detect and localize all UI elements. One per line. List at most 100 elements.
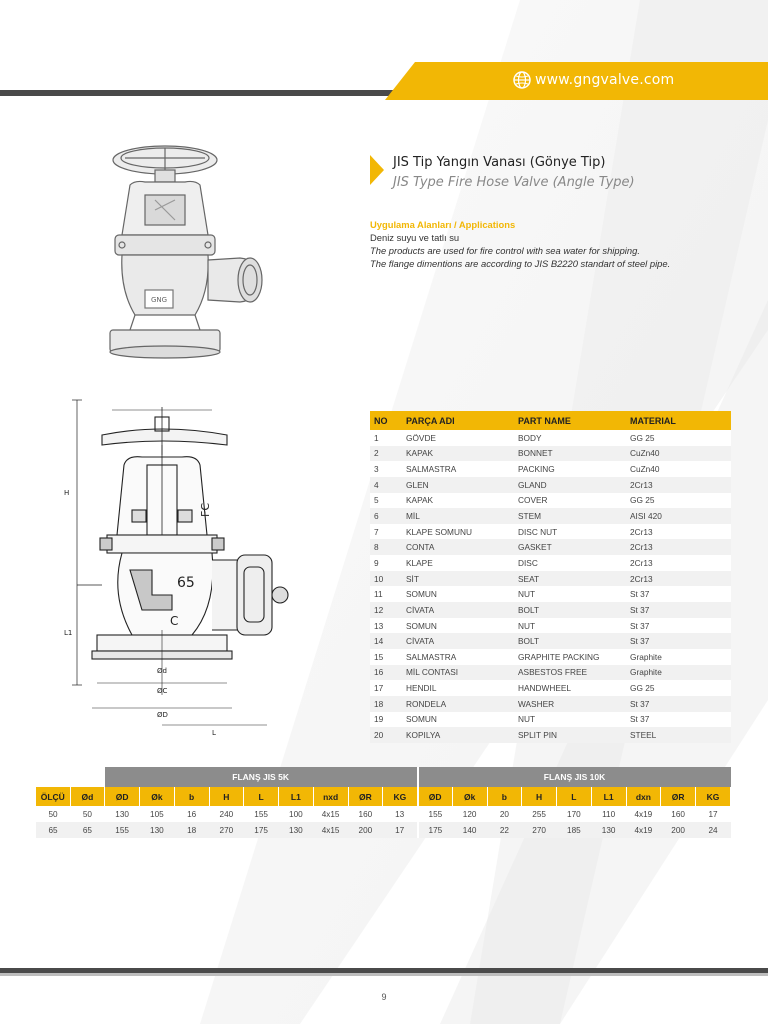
- parts-cell: 9: [370, 555, 402, 571]
- website-url[interactable]: www.gngvalve.com: [535, 72, 675, 88]
- svg-text:Ød: Ød: [157, 667, 167, 675]
- dimension-header-cell: Ød: [70, 787, 106, 806]
- dimension-cell: 140: [452, 822, 487, 838]
- dimension-cell: 160: [348, 806, 383, 822]
- parts-cell: CİVATA: [402, 602, 514, 618]
- parts-cell: NUT: [514, 711, 626, 728]
- parts-cell: 15: [370, 648, 402, 665]
- svg-text:ØC: ØC: [157, 687, 168, 695]
- parts-cell: MİL CONTASI: [402, 664, 514, 681]
- parts-cell: KAPAK: [402, 492, 514, 509]
- parts-cell: MİL: [402, 508, 514, 524]
- dimension-header-cell: H: [209, 787, 245, 806]
- dimension-cell: 65: [36, 822, 70, 838]
- dimension-header-cell: ØD: [416, 787, 453, 806]
- dimension-cell: 175: [243, 822, 279, 838]
- parts-cell: COVER: [514, 492, 626, 509]
- parts-cell: GÖVDE: [402, 430, 514, 446]
- parts-cell: WASHER: [514, 695, 626, 712]
- dimension-header-cell: L: [556, 787, 592, 806]
- dimension-header-cell: Øk: [452, 787, 488, 806]
- parts-cell: 11: [370, 586, 402, 603]
- parts-cell: CİVATA: [402, 633, 514, 649]
- parts-cell: 17: [370, 680, 402, 696]
- dimension-header-cell: KG: [382, 787, 418, 806]
- parts-col-no: NO: [370, 411, 402, 430]
- parts-cell: BOLT: [514, 633, 626, 649]
- parts-col-material: MATERIAL: [626, 411, 731, 430]
- parts-cell: SALMASTRA: [402, 461, 514, 477]
- dimension-header-cell: ØD: [104, 787, 140, 806]
- dimension-header-cell: ØR: [348, 787, 384, 806]
- parts-cell: St 37: [626, 617, 731, 634]
- dimension-cell: 270: [209, 822, 244, 838]
- parts-cell: BONNET: [514, 445, 626, 462]
- parts-cell: KOPILYA: [402, 727, 514, 743]
- parts-cell: GLEN: [402, 476, 514, 493]
- parts-cell: STEM: [514, 508, 626, 524]
- technical-drawing: 65 C FC Ød ØC ØD L H L1: [64, 399, 289, 737]
- dimension-header-cell: nxd: [313, 787, 349, 806]
- parts-cell: 2Cr13: [626, 539, 731, 556]
- dimension-cell: 170: [556, 806, 592, 822]
- dimension-header-cell: L1: [591, 787, 627, 806]
- dimension-cell: 17: [695, 806, 731, 822]
- parts-cell: SALMASTRA: [402, 648, 514, 665]
- parts-cell: CONTA: [402, 539, 514, 556]
- parts-cell: 16: [370, 664, 402, 681]
- dimension-header-cell: ÖLÇÜ: [36, 787, 71, 806]
- parts-cell: Graphite: [626, 664, 731, 681]
- parts-cell: 14: [370, 633, 402, 649]
- website-banner[interactable]: www.gngvalve.com: [385, 62, 768, 100]
- parts-cell: GG 25: [626, 492, 731, 509]
- parts-cell: St 37: [626, 633, 731, 649]
- svg-text:GNG: GNG: [151, 296, 167, 304]
- dimension-group-5k: FLANŞ JIS 5K: [104, 767, 418, 787]
- parts-cell: St 37: [626, 711, 731, 728]
- parts-cell: 2: [370, 445, 402, 462]
- parts-cell: St 37: [626, 586, 731, 603]
- dimension-header-cell: L1: [278, 787, 314, 806]
- dimension-header-cell: ØR: [660, 787, 696, 806]
- title-turkish: JIS Tip Yangın Vanası (Gönye Tip): [393, 155, 606, 170]
- svg-text:H: H: [64, 489, 69, 497]
- dimension-header-cell: dxn: [626, 787, 662, 806]
- dimension-header-cell: b: [487, 787, 523, 806]
- dimension-header-cell: L: [243, 787, 279, 806]
- dimension-group-row: FLANŞ JIS 5K FLANŞ JIS 10K: [36, 767, 731, 787]
- banner-shape: [385, 62, 768, 100]
- top-rule: [0, 90, 420, 96]
- parts-cell: AISI 420: [626, 508, 731, 524]
- parts-cell: KLAPE: [402, 555, 514, 571]
- parts-cell: St 37: [626, 695, 731, 712]
- parts-cell: GG 25: [626, 430, 731, 446]
- parts-cell: NUT: [514, 617, 626, 634]
- dimension-cell: 24: [695, 822, 731, 838]
- parts-header-row: NO PARÇA ADI PART NAME MATERIAL: [370, 411, 731, 430]
- parts-cell: SPLIT PIN: [514, 727, 626, 743]
- dimension-cell: 155: [104, 822, 140, 838]
- applications-line: Deniz suyu ve tatlı su: [370, 232, 460, 243]
- dimension-cell: 155: [243, 806, 279, 822]
- dimension-cell: 22: [487, 822, 522, 838]
- parts-cell: SEAT: [514, 570, 626, 587]
- dimension-cell: 255: [521, 806, 557, 822]
- page-number: 9: [381, 992, 387, 1002]
- parts-cell: CuZn40: [626, 445, 731, 462]
- parts-cell: NUT: [514, 586, 626, 603]
- applications-line: The flange dimentions are according to J…: [370, 258, 671, 269]
- title-english: JIS Type Fire Hose Valve (Angle Type): [393, 175, 635, 190]
- dimension-cell: 4x15: [313, 806, 348, 822]
